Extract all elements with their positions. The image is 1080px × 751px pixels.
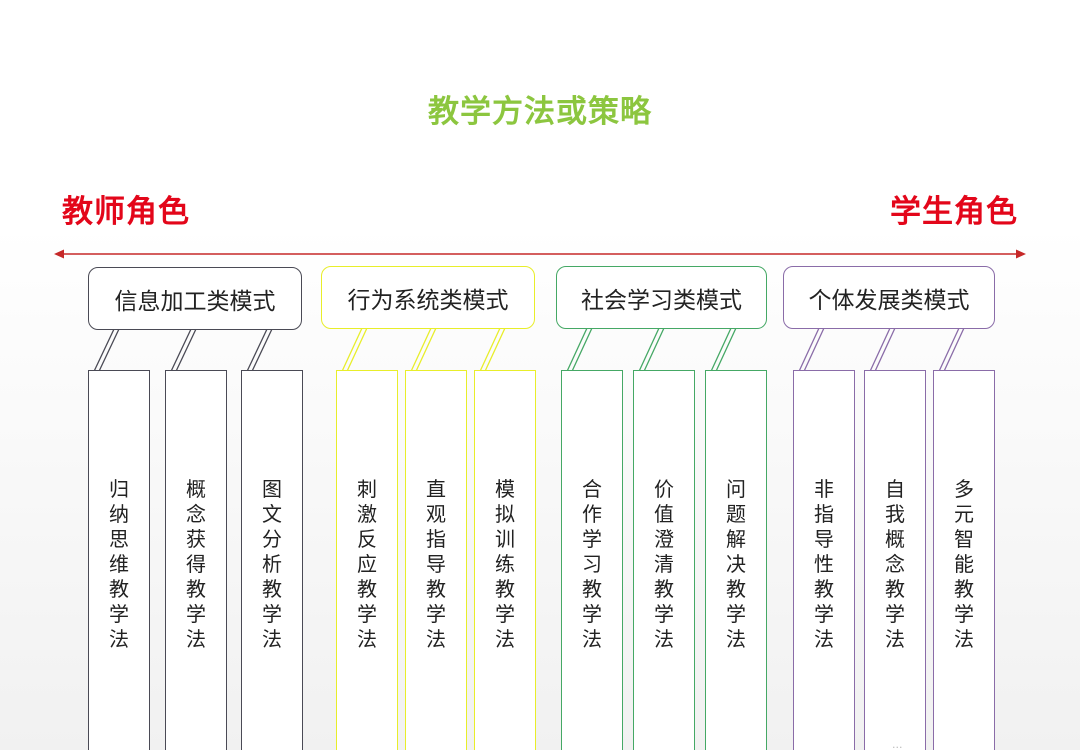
method-column: 归纳思维教学法 bbox=[88, 370, 150, 750]
callout-connector bbox=[566, 327, 588, 372]
callout-connector bbox=[869, 327, 891, 372]
diagram-title: 教学方法或策略 bbox=[428, 94, 652, 130]
callout-connector bbox=[410, 327, 432, 372]
callout-connector bbox=[803, 327, 825, 372]
callout-connector bbox=[341, 327, 363, 372]
teacher-role-label: 教师角色 bbox=[62, 194, 190, 230]
group-box-social-learning: 社会学习类模式 bbox=[556, 266, 767, 329]
method-column: 合作学习教学法 bbox=[561, 370, 623, 750]
callout-connector bbox=[93, 328, 115, 372]
method-label: 归纳思维教学法 bbox=[109, 477, 129, 651]
callout-connector bbox=[710, 327, 732, 372]
method-label: 模拟训练教学法 bbox=[495, 477, 515, 651]
callout-connector bbox=[170, 328, 192, 372]
method-column: 图文分析教学法 bbox=[241, 370, 303, 750]
callout-connector bbox=[415, 327, 437, 372]
group-label: 社会学习类模式 bbox=[581, 287, 742, 314]
group-label: 个体发展类模式 bbox=[808, 287, 970, 314]
group-box-behavioral-system: 行为系统类模式 bbox=[321, 266, 535, 329]
callout-connector bbox=[479, 327, 501, 372]
method-column: 模拟训练教学法 bbox=[474, 370, 536, 750]
callout-connector bbox=[943, 327, 965, 372]
callout-connector bbox=[643, 327, 665, 372]
role-axis bbox=[54, 249, 1026, 259]
method-label: 价值澄清教学法 bbox=[654, 477, 674, 651]
method-column: 非指导性教学法 bbox=[793, 370, 855, 750]
method-column: 直观指导教学法 bbox=[405, 370, 467, 750]
method-column: 概念获得教学法 bbox=[165, 370, 227, 750]
callout-connector bbox=[715, 327, 737, 372]
method-label: 多元智能教学法 bbox=[954, 477, 974, 651]
method-label: 问题解决教学法 bbox=[726, 477, 746, 651]
method-column: 价值澄清教学法 bbox=[633, 370, 695, 750]
callout-connector bbox=[638, 327, 660, 372]
callout-connector bbox=[251, 328, 273, 372]
callout-connector bbox=[346, 327, 368, 372]
group-box-information-processing: 信息加工类模式 bbox=[88, 267, 302, 330]
callout-connector bbox=[175, 328, 197, 372]
watermark: ... bbox=[892, 738, 903, 751]
axis-left-arrowhead bbox=[54, 249, 64, 259]
callout-connector bbox=[938, 327, 960, 372]
group-box-personal-development: 个体发展类模式 bbox=[783, 266, 995, 329]
method-label: 刺激反应教学法 bbox=[357, 477, 377, 651]
method-label: 合作学习教学法 bbox=[582, 477, 602, 651]
method-label: 概念获得教学法 bbox=[186, 477, 206, 651]
method-label: 直观指导教学法 bbox=[426, 477, 446, 651]
method-column: 问题解决教学法 bbox=[705, 370, 767, 750]
group-label: 行为系统类模式 bbox=[347, 287, 509, 314]
method-label: 非指导性教学法 bbox=[814, 477, 834, 651]
axis-right-arrowhead bbox=[1016, 249, 1026, 259]
student-role-label: 学生角色 bbox=[890, 194, 1018, 230]
callout-connector bbox=[798, 327, 820, 372]
group-label: 信息加工类模式 bbox=[114, 288, 276, 315]
callout-connector bbox=[874, 327, 896, 372]
method-column: 多元智能教学法 bbox=[933, 370, 995, 750]
method-column: 刺激反应教学法 bbox=[336, 370, 398, 750]
method-label: 自我概念教学法 bbox=[885, 477, 905, 651]
callout-connector bbox=[571, 327, 593, 372]
method-column: 自我概念教学法 bbox=[864, 370, 926, 750]
method-label: 图文分析教学法 bbox=[262, 477, 282, 651]
callout-connector bbox=[98, 328, 120, 372]
callout-connector bbox=[246, 328, 268, 372]
callout-connector bbox=[484, 327, 506, 372]
